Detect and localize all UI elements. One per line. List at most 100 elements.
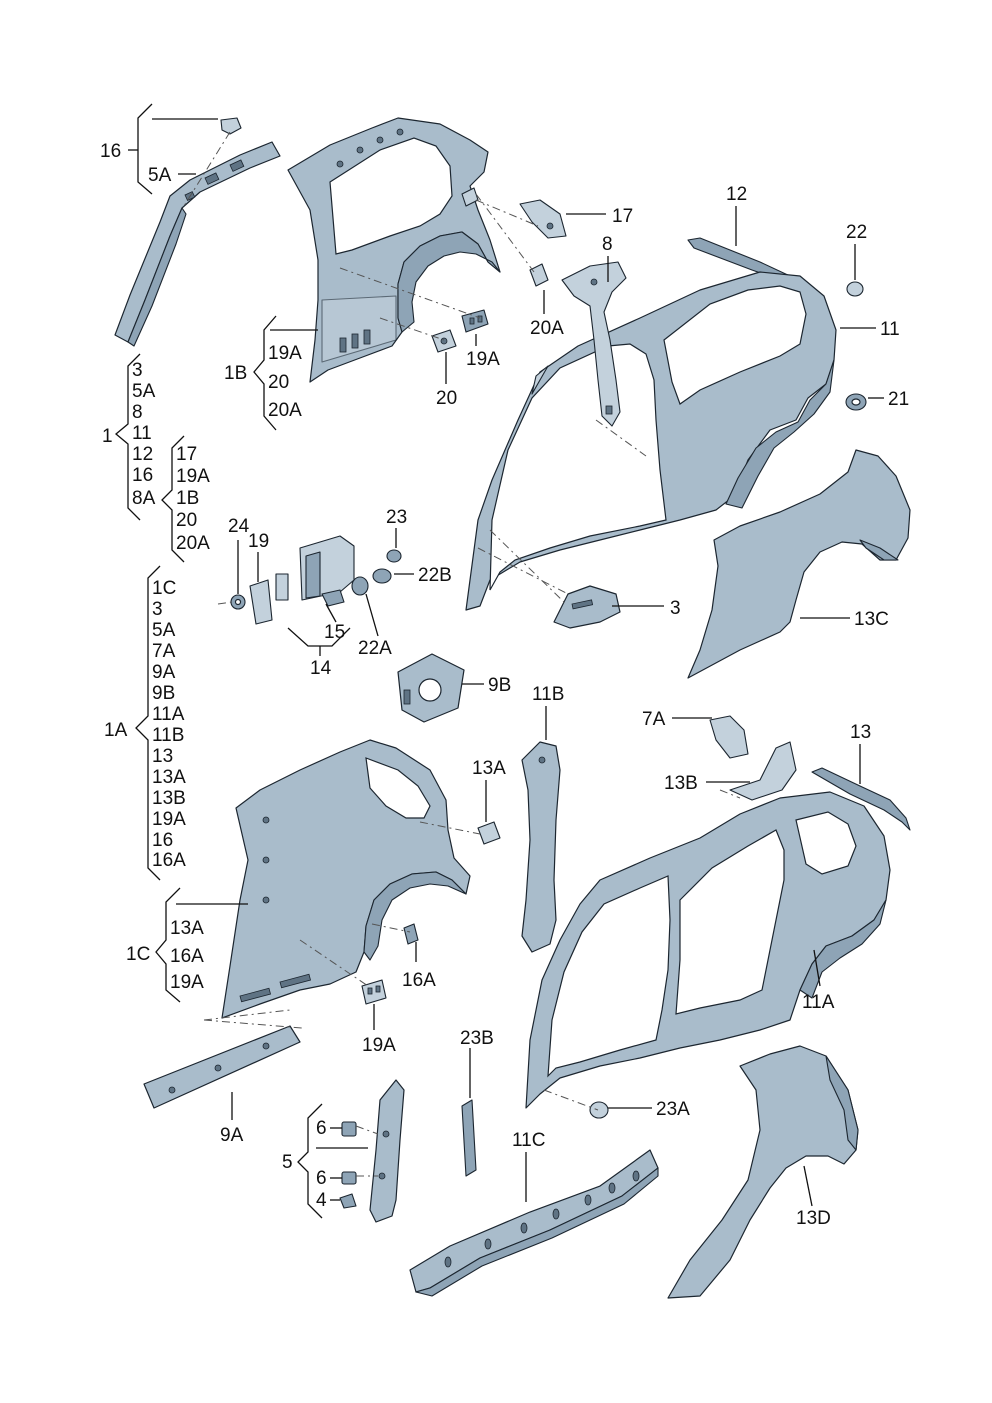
- callout-21: 21: [888, 389, 909, 410]
- nut-6-upper-part: [341, 1121, 357, 1137]
- group-1A-item: 13B: [152, 788, 186, 809]
- callout-13: 13: [850, 722, 871, 743]
- callout-20-1B: 20: [268, 372, 289, 393]
- group-8A-item: 17: [176, 444, 197, 465]
- wheel-arch-panel-13D-part: [667, 1045, 859, 1299]
- callout-23A: 23A: [656, 1099, 690, 1120]
- group-1A-item: 7A: [152, 641, 176, 662]
- callout-13A-1C: 13A: [170, 918, 204, 939]
- callout-19: 19: [248, 531, 269, 552]
- assembly-lines: [183, 131, 741, 1177]
- callout-20A-top: 20A: [530, 318, 564, 339]
- screw-22B-part: [372, 568, 392, 584]
- plate-13A-part: [477, 821, 501, 845]
- callout-6-lower: 6: [316, 1168, 327, 1189]
- bracket-7A-part: [709, 715, 749, 759]
- outer-side-panel-11-part: [465, 271, 837, 611]
- callout-4: 4: [316, 1190, 327, 1211]
- callout-17: 17: [612, 206, 633, 227]
- callout-1A: 1A: [104, 720, 128, 741]
- callout-13C: 13C: [854, 609, 889, 630]
- strip-13-part: [811, 767, 911, 831]
- reinforcement-13B-part: [729, 741, 797, 801]
- grommet-21-part: [845, 393, 867, 411]
- group-1A-item: 11A: [152, 704, 185, 725]
- callout-1: 1: [102, 426, 113, 447]
- group-1-item: 12: [132, 444, 153, 465]
- leader-lines: [114, 103, 884, 1219]
- callout-12: 12: [726, 184, 747, 205]
- sill-panel-11C-part: [409, 1149, 659, 1297]
- group-8A-item: 19A: [176, 466, 210, 487]
- callout-22A: 22A: [358, 638, 392, 659]
- callout-11B: 11B: [532, 684, 564, 705]
- cap-23A-part: [589, 1101, 609, 1119]
- group-1A-item: 13: [152, 746, 173, 767]
- group-1A-item: 16A: [152, 850, 186, 871]
- callout-13B: 13B: [664, 773, 698, 794]
- inner-quarter-panel-1C-part: [221, 739, 471, 1019]
- callout-14: 14: [310, 658, 332, 679]
- fuel-filler-flap-part: [299, 535, 355, 601]
- group-1A-item: 16: [152, 830, 173, 851]
- group-8A-item: 20A: [176, 533, 210, 554]
- callout-16A-1C: 16A: [170, 946, 204, 967]
- callout-19A-low: 19A: [362, 1035, 396, 1056]
- group-1-item: 16: [132, 465, 153, 486]
- cap-22-part: [846, 281, 864, 297]
- nut-24-part: [230, 594, 246, 610]
- group-1-item: 5A: [132, 381, 156, 402]
- callout-16A: 16A: [402, 970, 436, 991]
- callout-20A-1B: 20A: [268, 400, 302, 421]
- callout-11: 11: [880, 319, 900, 340]
- group-8A-item: 20: [176, 510, 197, 531]
- callout-19A-1C: 19A: [170, 972, 204, 993]
- wheel-arch-panel-13C-part: [687, 449, 911, 679]
- callout-8: 8: [602, 234, 613, 255]
- callout-5: 5: [282, 1152, 293, 1173]
- callout-9B: 9B: [488, 675, 511, 696]
- callout-6-upper: 6: [316, 1118, 327, 1139]
- group-1A-item: 5A: [152, 620, 176, 641]
- pillar-5-part: [369, 1079, 405, 1223]
- sill-strip-9A-part: [143, 1025, 301, 1109]
- group-1A-item: 13A: [152, 767, 186, 788]
- callout-23: 23: [386, 507, 407, 528]
- outer-side-panel-11A-part: [525, 791, 891, 1109]
- plate-19A-lower-part: [361, 979, 387, 1005]
- bracket-20A-part: [529, 263, 549, 287]
- inner-quarter-panel-part: [287, 117, 501, 383]
- group-1A-item: 19A: [152, 809, 186, 830]
- group-1-item: 8: [132, 402, 143, 423]
- bracket-17-part: [519, 199, 567, 239]
- group-1-item: 3: [132, 360, 143, 381]
- plate-20-part: [431, 329, 457, 353]
- group-1A-item: 11B: [152, 725, 184, 746]
- callout-11C: 11C: [512, 1130, 545, 1151]
- callout-20-mid: 20: [436, 388, 457, 409]
- callout-1C: 1C: [126, 944, 150, 965]
- group-1-item: 11: [132, 423, 152, 444]
- nut-6-lower-part: [341, 1171, 357, 1185]
- group-1A-item: 9A: [152, 662, 176, 683]
- callout-24: 24: [228, 516, 250, 537]
- callout-11A: 11A: [802, 992, 835, 1013]
- callout-7A: 7A: [642, 709, 666, 730]
- callout-15: 15: [324, 622, 345, 643]
- group-8A-item: 1B: [176, 488, 199, 509]
- hinge-bracket-19-part: [249, 573, 289, 625]
- group-1A-item: 9B: [152, 683, 175, 704]
- bracket-16A-part: [403, 923, 419, 945]
- callout-13D: 13D: [796, 1208, 831, 1229]
- clip-23-part: [386, 549, 402, 563]
- plate-19A-part: [461, 309, 489, 333]
- sill-bracket-3-part: [553, 585, 621, 629]
- strip-23B-part: [461, 1099, 477, 1177]
- callout-13A: 13A: [472, 758, 506, 779]
- callout-22: 22: [846, 222, 867, 243]
- callout-labels: 16 5A 17 12 22 8 20A 11 21 1B 19A 20 20A…: [100, 141, 909, 1229]
- group-1A-item: 3: [152, 599, 163, 620]
- fuel-filler-housing-9B-part: [397, 653, 465, 723]
- callout-16: 16: [100, 141, 121, 162]
